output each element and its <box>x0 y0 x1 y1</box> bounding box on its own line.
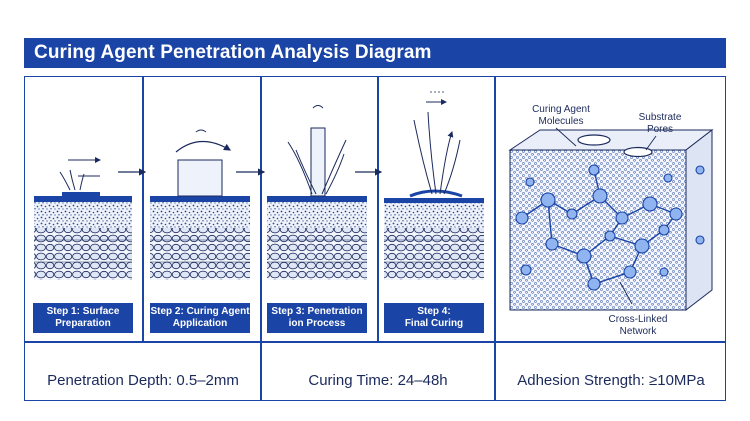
step-4-box: Step 4: Final Curing <box>384 303 484 333</box>
step1-illustration <box>34 157 132 280</box>
metric-adhesion-strength: Adhesion Strength: ≥10MPa <box>517 372 705 389</box>
divider-4 <box>494 76 496 401</box>
substrate-detail-block <box>508 127 714 312</box>
divider-5 <box>260 341 262 401</box>
step2-illustration <box>150 129 250 280</box>
label-network-line2: Network <box>619 326 657 337</box>
label-curing-agent-molecules: Curing Agent Molecules <box>516 104 606 128</box>
step-3-box: Step 3: Penetration ion Process <box>267 303 367 333</box>
step-1-title: Step 1: Surface <box>46 306 120 317</box>
diagram-title: Curing Agent Penetration Analysis Diagra… <box>34 42 432 63</box>
step-1-box: Step 1: Surface Preparation <box>33 303 133 333</box>
diagram-frame <box>24 76 726 401</box>
divider-3 <box>377 76 379 341</box>
label-molecules-line1: Curing Agent <box>532 104 590 115</box>
step-2-box: Step 2: Curing Agent Application <box>150 303 250 333</box>
step3-illustration <box>267 105 367 280</box>
label-pores-line1: Substrate <box>638 112 682 123</box>
title-bar: Curing Agent Penetration Analysis Diagra… <box>24 38 726 68</box>
step-3-subtitle: ion Process <box>288 318 346 329</box>
step-2-subtitle: Application <box>172 318 228 329</box>
step-1-subtitle: Preparation <box>55 318 111 329</box>
label-cross-linked-network: Cross-Linked Network <box>598 314 678 338</box>
step-2-title: Step 2: Curing Agent <box>150 306 250 317</box>
metric-penetration-depth: Penetration Depth: 0.5–2mm <box>47 372 239 389</box>
step-4-subtitle: Final Curing <box>404 318 464 329</box>
divider-2 <box>260 76 262 341</box>
label-substrate-pores: Substrate Pores <box>630 112 690 136</box>
label-molecules-line2: Molecules <box>538 116 584 127</box>
step-4-title: Step 4: <box>417 306 451 317</box>
step-3-title: Step 3: Penetration <box>271 306 363 317</box>
label-pores-line2: Pores <box>646 124 674 135</box>
divider-1 <box>142 76 144 341</box>
step4-illustration <box>384 91 484 280</box>
label-network-line1: Cross-Linked <box>608 314 668 325</box>
metric-curing-time: Curing Time: 24–48h <box>308 372 448 389</box>
metrics-separator <box>24 341 726 343</box>
